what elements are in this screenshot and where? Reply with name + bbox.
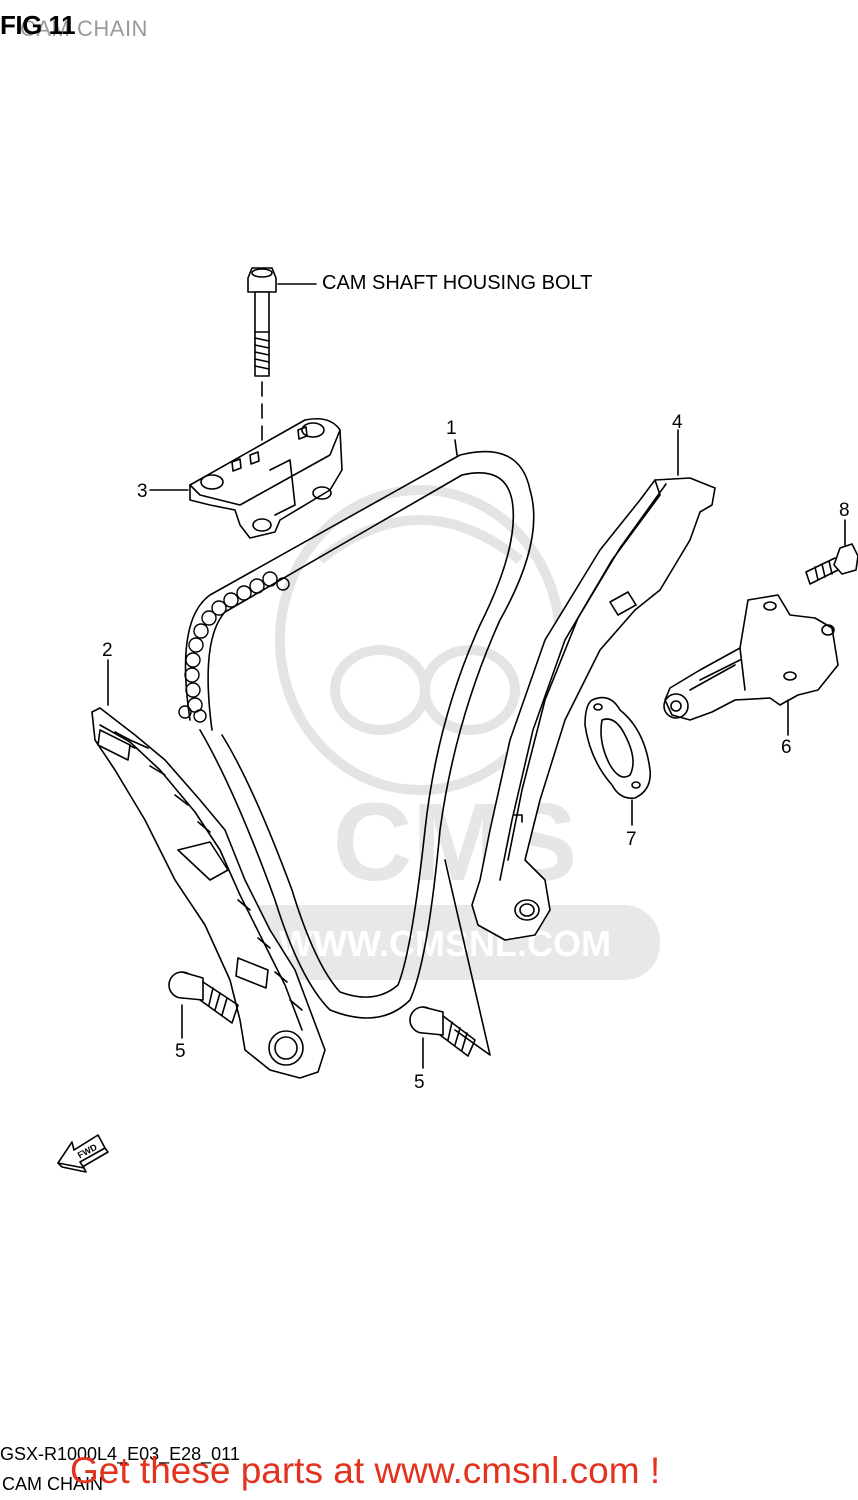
shop-link[interactable]: Get these parts at www.cmsnl.com ! <box>70 1450 661 1491</box>
watermark-eye-right <box>420 645 520 735</box>
callout-7: 7 <box>626 829 637 850</box>
part-5-bolt-left <box>168 971 239 1039</box>
watermark-eye-left <box>330 645 430 735</box>
figure-number: FIG 11 <box>0 10 76 40</box>
callout-8: 8 <box>839 500 850 521</box>
watermark-banner: WWW.CMSNL.COM CMS <box>230 781 660 980</box>
watermark-site: WWW.CMSNL.COM <box>279 923 611 964</box>
cam-shaft-housing-bolt-label: CAM SHAFT HOUSING BOLT <box>322 272 593 294</box>
diagram-name: CAM CHAIN <box>2 1474 104 1494</box>
part-6-tensioner-adjuster <box>663 594 839 736</box>
figure-subtitle: CAM CHAIN <box>20 16 148 41</box>
part-8-bolt <box>805 519 858 585</box>
cam-shaft-housing-bolt <box>247 267 317 521</box>
part-2-chain-guide <box>91 659 326 1079</box>
part-7-gasket <box>584 696 652 826</box>
part-1-cam-chain <box>178 439 535 1019</box>
diagram-code: GSX-R1000L4_E03_E28_011 <box>0 1444 240 1464</box>
callout-4: 4 <box>672 412 683 433</box>
part-3-bracket <box>149 417 343 539</box>
callout-3: 3 <box>137 481 148 502</box>
fwd-arrow-icon: FWD <box>57 1134 109 1173</box>
callout-5-right: 5 <box>414 1072 425 1093</box>
part-5-bolt-right <box>409 859 491 1069</box>
callout-6: 6 <box>781 737 792 758</box>
part-4-chain-tensioner <box>471 429 716 941</box>
callout-2: 2 <box>102 640 113 661</box>
callout-5-left: 5 <box>175 1041 186 1062</box>
callout-1: 1 <box>446 418 457 439</box>
